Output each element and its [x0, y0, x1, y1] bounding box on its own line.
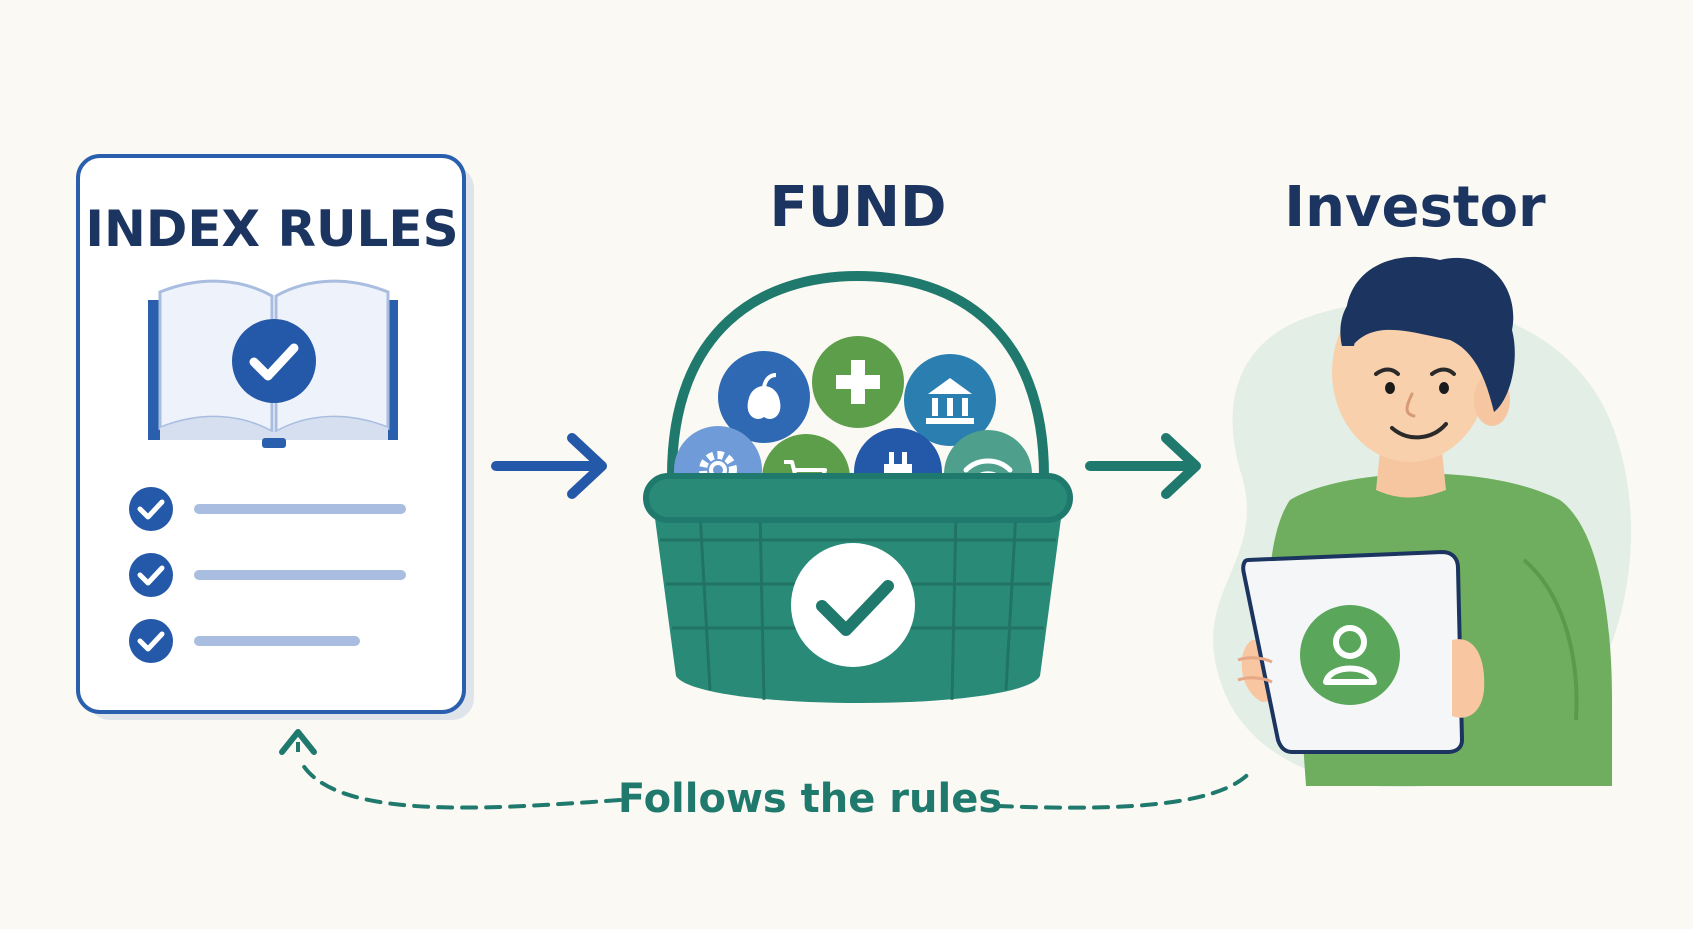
- holding-ball: [904, 354, 996, 446]
- investor-illustration: [1213, 256, 1632, 788]
- holding-ball: [812, 336, 904, 428]
- basket-check-icon: [791, 543, 915, 667]
- checklist: [129, 487, 406, 663]
- investor-tablet: [1241, 549, 1465, 754]
- book-check-icon: [232, 319, 316, 403]
- fund-title: FUND: [769, 175, 946, 240]
- checklist-item: [129, 553, 406, 597]
- rule-book-icon: [148, 279, 398, 448]
- bank-icon: [926, 378, 974, 424]
- index-rules-card: INDEX RULES: [76, 154, 474, 720]
- checklist-item: [129, 619, 360, 663]
- index-rules-title: INDEX RULES: [85, 200, 458, 258]
- arrow-fund-to-investor: [1085, 433, 1201, 499]
- holding-ball: [718, 351, 810, 443]
- investor-title: Investor: [1284, 175, 1546, 240]
- apple-icon: [747, 373, 781, 419]
- medical-cross-icon: [836, 360, 880, 404]
- feedback-label: Follows the rules: [618, 776, 1002, 822]
- user-profile-icon: [1300, 605, 1400, 705]
- arrow-rules-to-fund: [491, 433, 607, 499]
- feedback-loop-arrow: [279, 729, 1254, 810]
- fund-basket: [643, 270, 1073, 703]
- checklist-item: [129, 487, 406, 531]
